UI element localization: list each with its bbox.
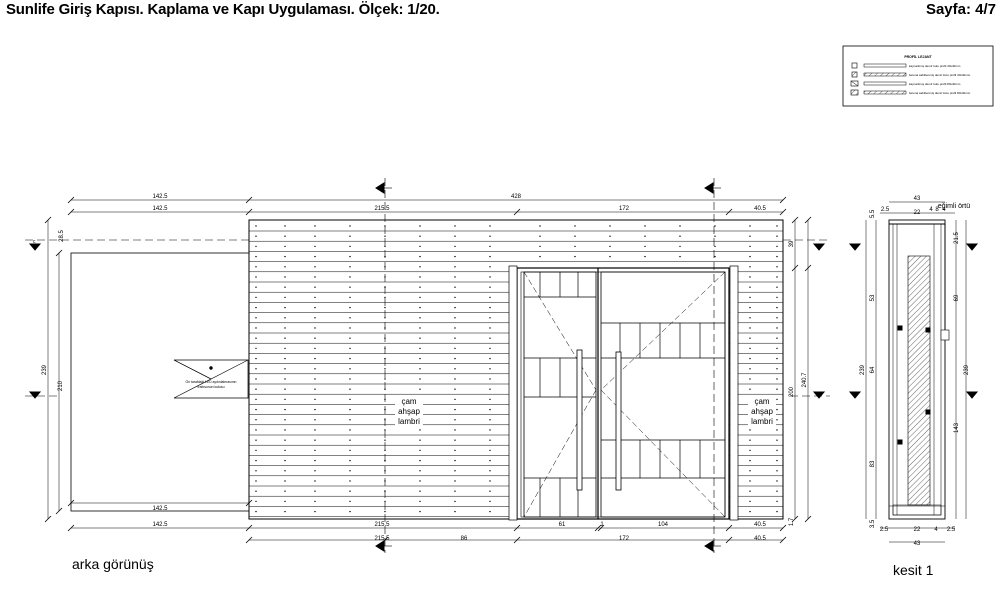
svg-text:2.5: 2.5 [947,527,956,533]
svg-text:lambri: lambri [751,417,773,426]
legend-row-3: kaynatılmış demir kutu profil 80x40mm [850,80,961,87]
svg-text:240.7: 240.7 [802,372,808,388]
door-handle-right [615,351,622,491]
svg-text:83: 83 [870,460,876,467]
dimension-texts-vertical: 28.5 239 210 39 240.7 200 1.7 [42,230,808,527]
svg-text:çam: çam [754,397,769,406]
svg-text:143: 143 [954,422,960,433]
svg-text:40.5: 40.5 [754,206,766,212]
svg-text:4: 4 [942,207,946,213]
svg-text:8: 8 [935,207,939,213]
svg-text:239: 239 [964,364,970,375]
svg-text:142.5: 142.5 [152,522,168,528]
svg-text:1.7: 1.7 [789,517,795,526]
svg-text:21.5: 21.5 [954,232,960,244]
section-cut-lines [25,178,830,553]
svg-text:104: 104 [658,522,669,528]
svg-text:22: 22 [914,210,921,216]
dimension-lines [47,199,809,541]
svg-text:lambri: lambri [398,417,420,426]
section-hatch-wall [907,255,931,506]
led-note-line2: trafosunun kutusu [198,385,225,389]
legend-row-1: kaynatılmış demir kutu profil 40x40mm [851,62,961,69]
section-dim-texts: 43 2.5 22 4 8 4 eğimli örtü 2.5 22 4 2.5… [880,196,970,547]
svg-text:142.5: 142.5 [152,194,168,200]
cladding-label: çam ahşap lambri [395,396,423,426]
svg-text:428: 428 [511,194,522,200]
svg-text:40.5: 40.5 [754,522,766,528]
svg-text:1: 1 [600,522,604,528]
rear-view-label: arka görünüş [72,556,154,572]
svg-text:43: 43 [914,541,921,547]
svg-text:64: 64 [870,366,876,373]
dimension-ticks [44,196,812,544]
svg-text:betona sabitlenmiş demir kutu: betona sabitlenmiş demir kutu profil 80x… [909,91,971,95]
svg-text:142.5: 142.5 [152,206,168,212]
svg-text:142.5: 142.5 [152,506,168,512]
svg-text:39: 39 [789,240,795,247]
section-marker-label: c [33,239,36,245]
svg-text:239: 239 [42,364,48,375]
svg-text:ahşap: ahşap [398,407,420,416]
dimension-texts: 142.5 428 142.5 215.5 172 40.5 142.5 142… [152,194,766,542]
svg-text:çam: çam [401,397,416,406]
page-number: Sayfa: 4/7 [925,1,996,18]
svg-text:22: 22 [914,527,921,533]
svg-text:kaynatılmış demir kutu profil: kaynatılmış demir kutu profil 80x40mm [909,82,961,86]
svg-text:172: 172 [619,206,630,212]
legend-row-2: betona sabitlenmiş demir kutu profil 40x… [851,71,971,78]
legend-row-4: betona sabitlenmiş demir kutu profil 80x… [850,89,971,96]
section-dimensions [865,201,967,543]
led-note-line1: Ön tarafdaki LED aydınlatmasının [186,380,237,384]
svg-text:215.5: 215.5 [374,522,390,528]
svg-text:2.5: 2.5 [881,207,890,213]
profile-legend: PROFİL LEJANT kaynatılmış demir kutu pro… [842,45,994,107]
section-view [888,219,950,520]
svg-text:kaynatılmış demir kutu profil: kaynatılmış demir kutu profil 40x40mm [909,64,961,68]
svg-text:86: 86 [461,536,468,542]
svg-text:69: 69 [954,294,960,301]
svg-text:239: 239 [860,364,866,375]
svg-text:28.5: 28.5 [59,230,65,242]
svg-text:200: 200 [789,386,795,397]
section-view-label: kesit 1 [893,562,934,578]
svg-text:4: 4 [934,527,938,533]
svg-text:3.5: 3.5 [870,519,876,528]
svg-text:2.5: 2.5 [880,527,889,533]
svg-text:ahşap: ahşap [751,407,773,416]
door-frame [516,267,730,520]
svg-text:215.5: 215.5 [374,206,390,212]
svg-text:215.5: 215.5 [374,536,390,542]
section-dim-texts-vertical: 5.5 53 64 83 3.5 239 21.5 69 143 239 [860,209,970,528]
legend-title: PROFİL LEJANT [904,55,932,59]
svg-text:210: 210 [58,380,64,391]
page-title: Sunlife Giriş Kapısı. Kaplama ve Kapı Uy… [6,1,440,18]
svg-text:4: 4 [929,207,933,213]
door-leaf-right [600,271,726,518]
cladding-label-right: çam ahşap lambri [748,396,776,426]
door-handle-left [576,349,583,491]
svg-text:61: 61 [559,522,566,528]
svg-text:betona sabitlenmiş demir kutu: betona sabitlenmiş demir kutu profil 40x… [909,73,971,77]
svg-text:5.5: 5.5 [870,209,876,218]
svg-text:43: 43 [914,196,921,202]
eaves-label: eğimli örtü [938,203,970,210]
svg-text:53: 53 [870,294,876,301]
svg-text:172: 172 [619,536,630,542]
svg-text:40.5: 40.5 [754,536,766,542]
rear-elevation: Ön tarafdaki LED aydınlatmasının trafosu… [70,219,784,521]
section-markers [28,182,979,552]
